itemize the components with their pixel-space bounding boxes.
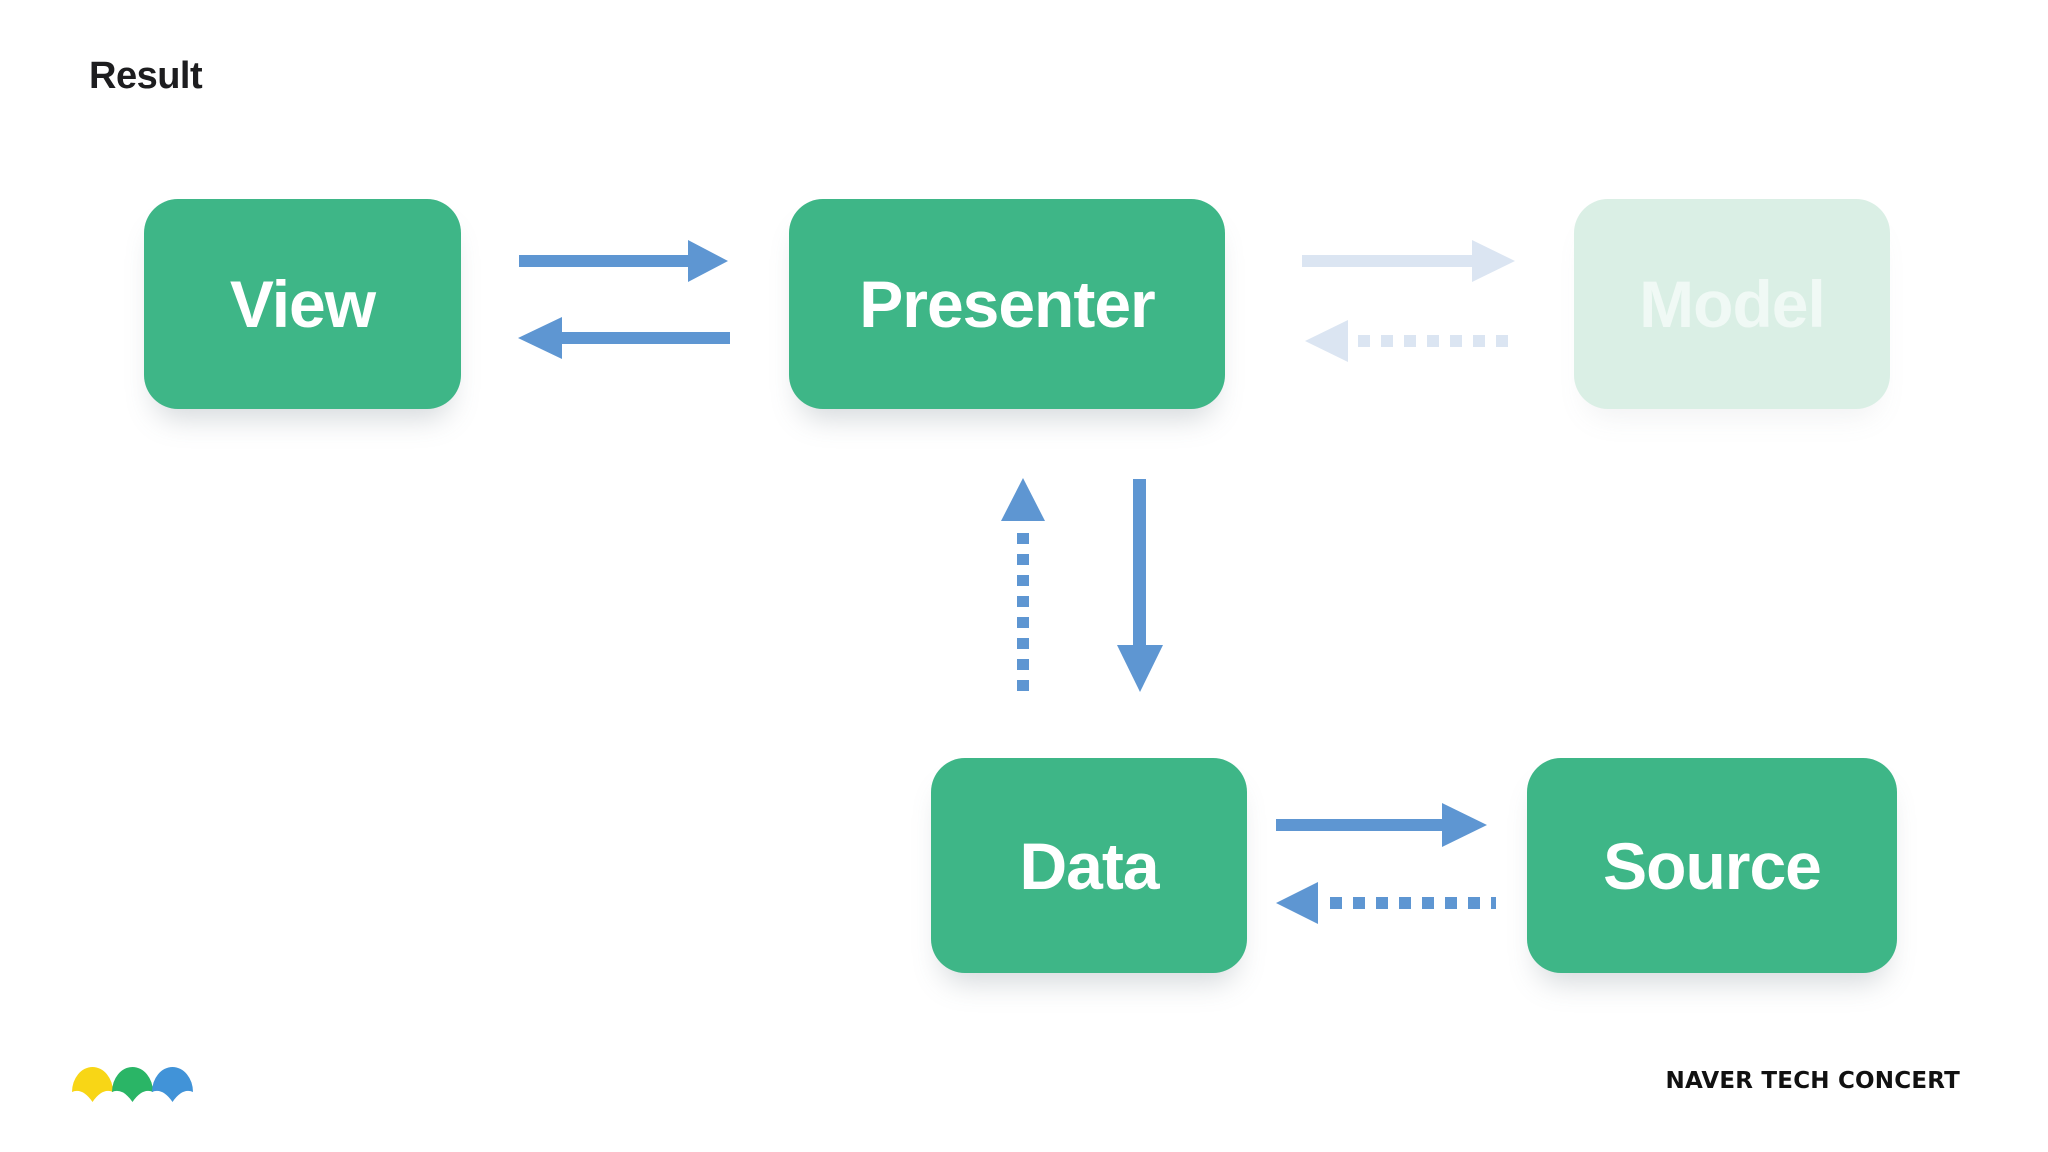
footer-brand-text: NAVER TECH CONCERT: [1665, 1068, 1960, 1094]
logo-petal-yellow: [72, 1067, 113, 1102]
arrow-presenter-to-view: [518, 317, 730, 359]
page-title: Result: [89, 55, 203, 97]
logo-petal-blue: [152, 1067, 193, 1102]
node-source-label: Source: [1603, 828, 1822, 903]
arrow-data-to-presenter: [1001, 478, 1045, 700]
arrow-source-to-data: [1276, 882, 1496, 924]
node-presenter-label: Presenter: [859, 267, 1156, 341]
naver-logo-icon: [72, 1067, 193, 1102]
node-data: Data: [931, 758, 1247, 973]
arrow-model-to-presenter: [1305, 320, 1514, 362]
node-view: View: [144, 199, 461, 409]
arrow-view-to-presenter: [519, 240, 728, 282]
arrow-presenter-to-model: [1302, 240, 1515, 282]
arrow-data-to-source: [1276, 803, 1487, 847]
logo-petal-green: [112, 1067, 153, 1102]
node-presenter: Presenter: [789, 199, 1225, 409]
node-source: Source: [1527, 758, 1897, 973]
arrow-presenter-to-data: [1117, 479, 1163, 692]
node-view-label: View: [229, 267, 376, 341]
node-model: Model: [1574, 199, 1890, 409]
node-data-label: Data: [1019, 828, 1159, 903]
node-model-label: Model: [1639, 267, 1826, 341]
